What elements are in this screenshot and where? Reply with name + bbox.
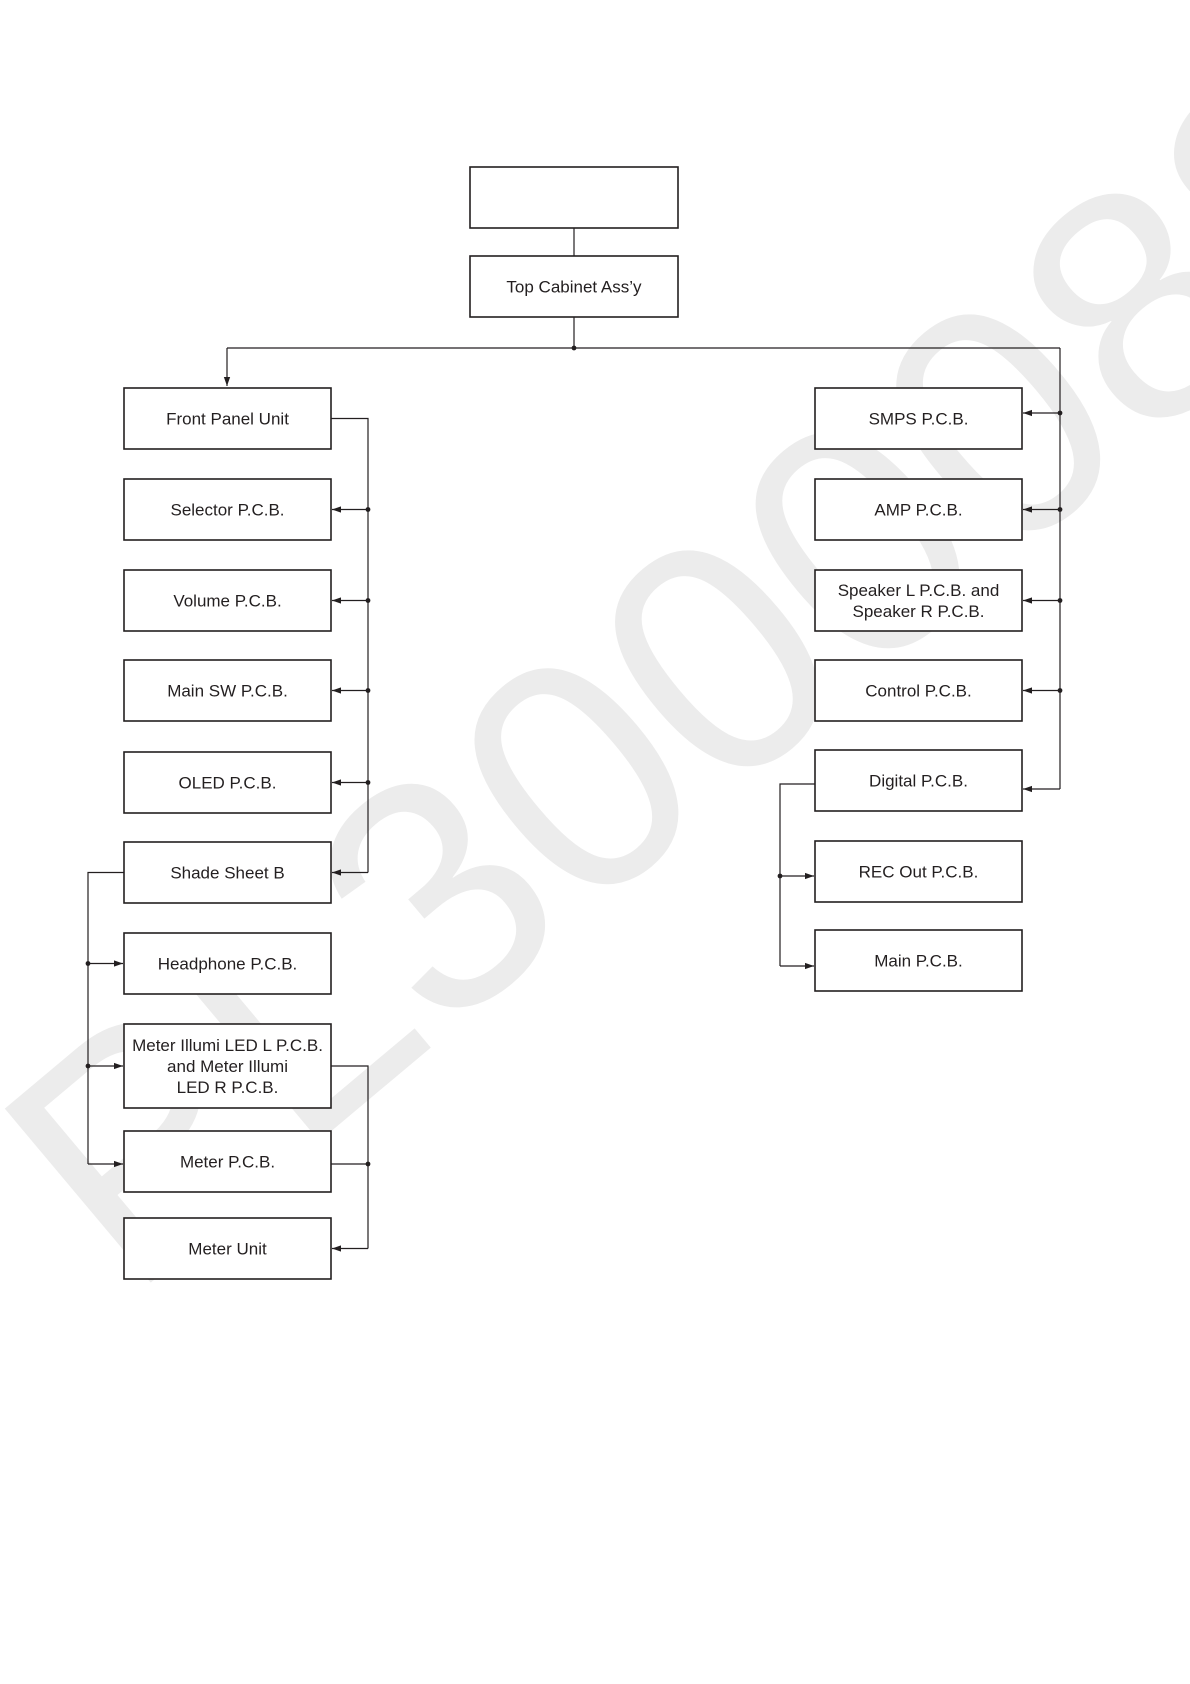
control-pcb-label: Control P.C.B.: [865, 682, 971, 701]
volume-pcb-label: Volume P.C.B.: [173, 592, 281, 611]
control-pcb-frame: [814, 659, 1023, 722]
meter-pcb-box: Meter P.C.B.: [123, 1130, 332, 1193]
top-blank-box: [469, 166, 679, 229]
meter-pcb-frame: [123, 1130, 332, 1193]
top-blank-frame: [469, 166, 679, 229]
connector-meter-bus: [331, 1065, 369, 1249]
digital-pcb-frame: [814, 749, 1023, 812]
headphone-pcb-label: Headphone P.C.B.: [158, 955, 298, 974]
amp-pcb-frame: [814, 478, 1023, 541]
meter-illumi-pcb-label: LED R P.C.B.: [177, 1078, 279, 1097]
smps-pcb-frame: [814, 387, 1023, 450]
connector-left-bus: [331, 417, 369, 873]
oled-pcb-frame: [123, 751, 332, 814]
speaker-pcb-label: Speaker R P.C.B.: [853, 602, 985, 621]
speaker-pcb-label: Speaker L P.C.B. and: [838, 581, 1000, 600]
amp-pcb-box: AMP P.C.B.: [814, 478, 1023, 541]
front-panel-unit-label: Front Panel Unit: [166, 410, 289, 429]
rec-out-pcb-label: REC Out P.C.B.: [859, 863, 979, 882]
connector-lines: [85, 228, 1063, 1252]
top-cabinet-frame: [469, 255, 679, 318]
front-panel-unit-box: Front Panel Unit: [123, 387, 332, 450]
oled-pcb-box: OLED P.C.B.: [123, 751, 332, 814]
meter-unit-frame: [123, 1217, 332, 1280]
top-cabinet-box: Top Cabinet Ass’y: [469, 255, 679, 318]
speaker-pcb-frame: [814, 569, 1023, 632]
main-sw-pcb-frame: [123, 659, 332, 722]
main-pcb-frame: [814, 929, 1023, 992]
meter-illumi-pcb-frame: [123, 1023, 332, 1109]
selector-pcb-box: Selector P.C.B.: [123, 478, 332, 541]
shade-sheet-b-box: Shade Sheet B: [123, 841, 332, 904]
volume-pcb-box: Volume P.C.B.: [123, 569, 332, 632]
headphone-pcb-box: Headphone P.C.B.: [123, 932, 332, 995]
meter-unit-label: Meter Unit: [188, 1240, 267, 1259]
shade-sheet-b-label: Shade Sheet B: [170, 864, 284, 883]
main-sw-pcb-box: Main SW P.C.B.: [123, 659, 332, 722]
meter-pcb-label: Meter P.C.B.: [180, 1153, 275, 1172]
meter-illumi-pcb-box: Meter Illumi LED L P.C.B. and Meter Illum…: [123, 1023, 332, 1109]
main-sw-pcb-label: Main SW P.C.B.: [167, 682, 288, 701]
oled-pcb-label: OLED P.C.B.: [179, 774, 277, 793]
top-cabinet-label: Top Cabinet Ass’y: [506, 278, 642, 297]
shade-sheet-b-frame: [123, 841, 332, 904]
main-pcb-box: Main P.C.B.: [814, 929, 1023, 992]
digital-pcb-label: Digital P.C.B.: [869, 772, 968, 791]
smps-pcb-label: SMPS P.C.B.: [869, 410, 969, 429]
front-panel-unit-frame: [123, 387, 332, 450]
connector-digital-bus: [779, 783, 815, 966]
selector-pcb-label: Selector P.C.B.: [170, 501, 284, 520]
meter-unit-box: Meter Unit: [123, 1217, 332, 1280]
rec-out-pcb-box: REC Out P.C.B.: [814, 840, 1023, 903]
smps-pcb-box: SMPS P.C.B.: [814, 387, 1023, 450]
meter-illumi-pcb-label: Meter Illumi LED L P.C.B.: [132, 1036, 323, 1055]
volume-pcb-frame: [123, 569, 332, 632]
meter-illumi-pcb-label: and Meter Illumi: [167, 1057, 288, 1076]
digital-pcb-box: Digital P.C.B.: [814, 749, 1023, 812]
junction-dot: [365, 1161, 371, 1167]
rec-out-pcb-frame: [814, 840, 1023, 903]
control-pcb-box: Control P.C.B.: [814, 659, 1023, 722]
main-pcb-label: Main P.C.B.: [874, 952, 963, 971]
headphone-pcb-frame: [123, 932, 332, 995]
selector-pcb-frame: [123, 478, 332, 541]
amp-pcb-label: AMP P.C.B.: [874, 501, 962, 520]
